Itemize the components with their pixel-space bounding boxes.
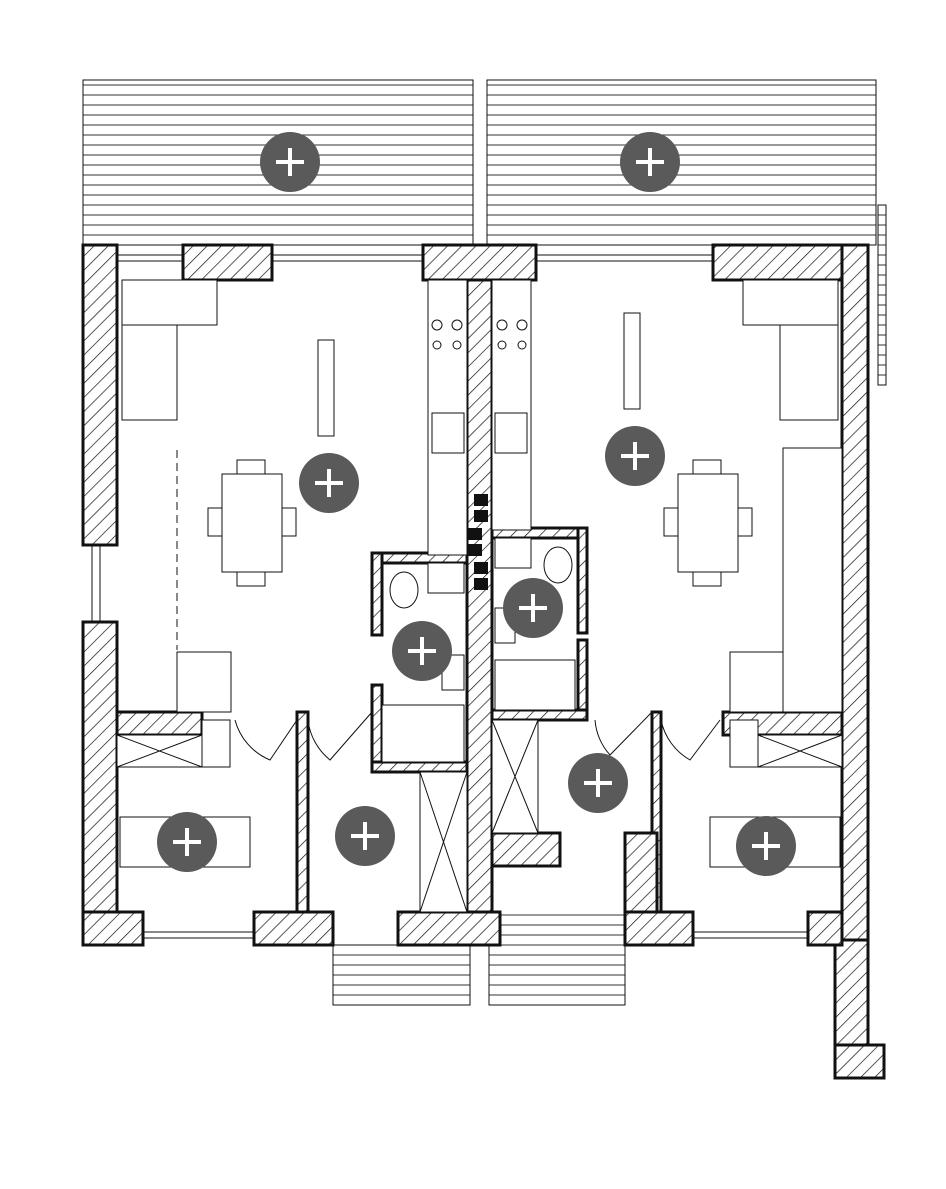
hotspot-bathroom-left[interactable] bbox=[392, 621, 452, 681]
terrace-decks bbox=[82, 79, 887, 1006]
hotspot-bedroom-left[interactable] bbox=[157, 812, 217, 872]
hotspot-living-left[interactable] bbox=[299, 453, 359, 513]
hotspot-terrace-right[interactable] bbox=[620, 132, 680, 192]
furniture bbox=[116, 279, 843, 913]
hotspot-hall-left[interactable] bbox=[335, 806, 395, 866]
hotspot-living-right[interactable] bbox=[605, 426, 665, 486]
hotspot-terrace-left[interactable] bbox=[260, 132, 320, 192]
ventilation-ducts bbox=[468, 494, 488, 590]
hotspot-bathroom-right[interactable] bbox=[503, 578, 563, 638]
walls bbox=[81, 243, 886, 1080]
hotspot-hall-right[interactable] bbox=[568, 753, 628, 813]
hotspot-bedroom-right[interactable] bbox=[736, 816, 796, 876]
